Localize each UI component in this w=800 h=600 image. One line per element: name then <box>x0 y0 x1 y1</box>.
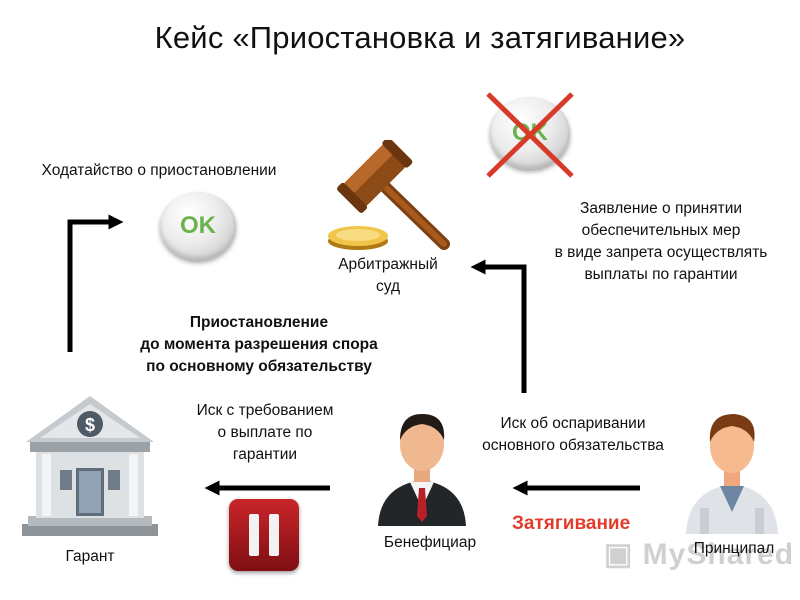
watermark-logo: ▣ MyShared <box>604 538 795 571</box>
claim-dispute-label: Иск об оспаривании основного обязательст… <box>482 415 664 454</box>
bank-building-icon: $ <box>22 396 158 536</box>
gavel-icon <box>328 140 450 250</box>
delay-label: Затягивание <box>512 513 631 534</box>
ok-badge: OK <box>160 192 236 260</box>
petition-arrow <box>67 214 124 352</box>
claim-payment-label: Иск с требованием о выплате по гарантии <box>196 402 334 463</box>
pause-icon <box>229 499 299 571</box>
principal-label: Принципал <box>693 540 775 557</box>
principal-person-icon <box>686 414 778 534</box>
application-arrow <box>470 259 527 393</box>
page-title: Кейс «Приостановка и затягивание» <box>154 20 686 55</box>
guarantor-label: Гарант <box>65 548 115 565</box>
svg-text:$: $ <box>85 415 95 435</box>
ok-badge-label: OK <box>180 212 216 239</box>
beneficiary-person-icon <box>378 414 466 526</box>
beneficiary-label: Бенефициар <box>383 534 477 551</box>
petition-label: Ходатайство о приостановлении <box>41 162 277 179</box>
cross-icon <box>486 92 574 178</box>
court-label: Арбитражный суд <box>338 256 438 295</box>
application-label: Заявление о принятии обеспечительных мер… <box>554 200 768 283</box>
suspension-label: Приостановление до момента разрешения сп… <box>140 314 378 375</box>
